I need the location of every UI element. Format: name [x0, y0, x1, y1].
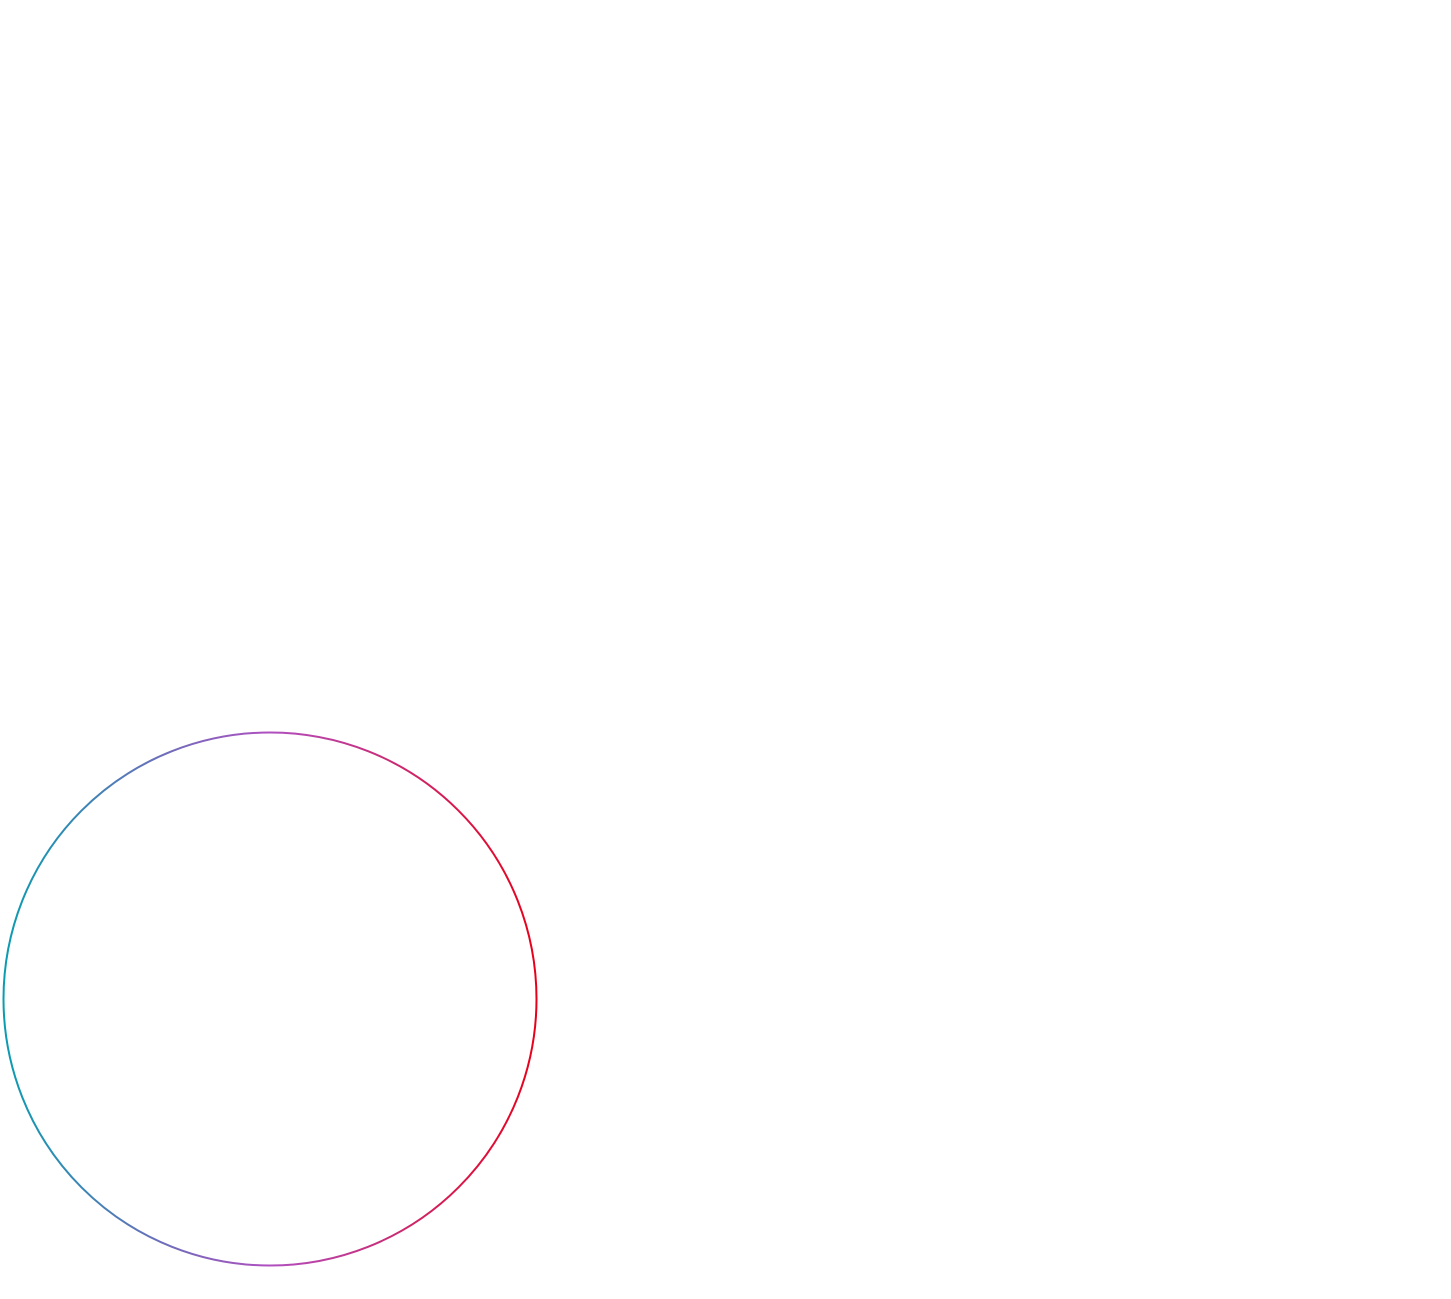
gradient-ring [2, 731, 538, 1267]
